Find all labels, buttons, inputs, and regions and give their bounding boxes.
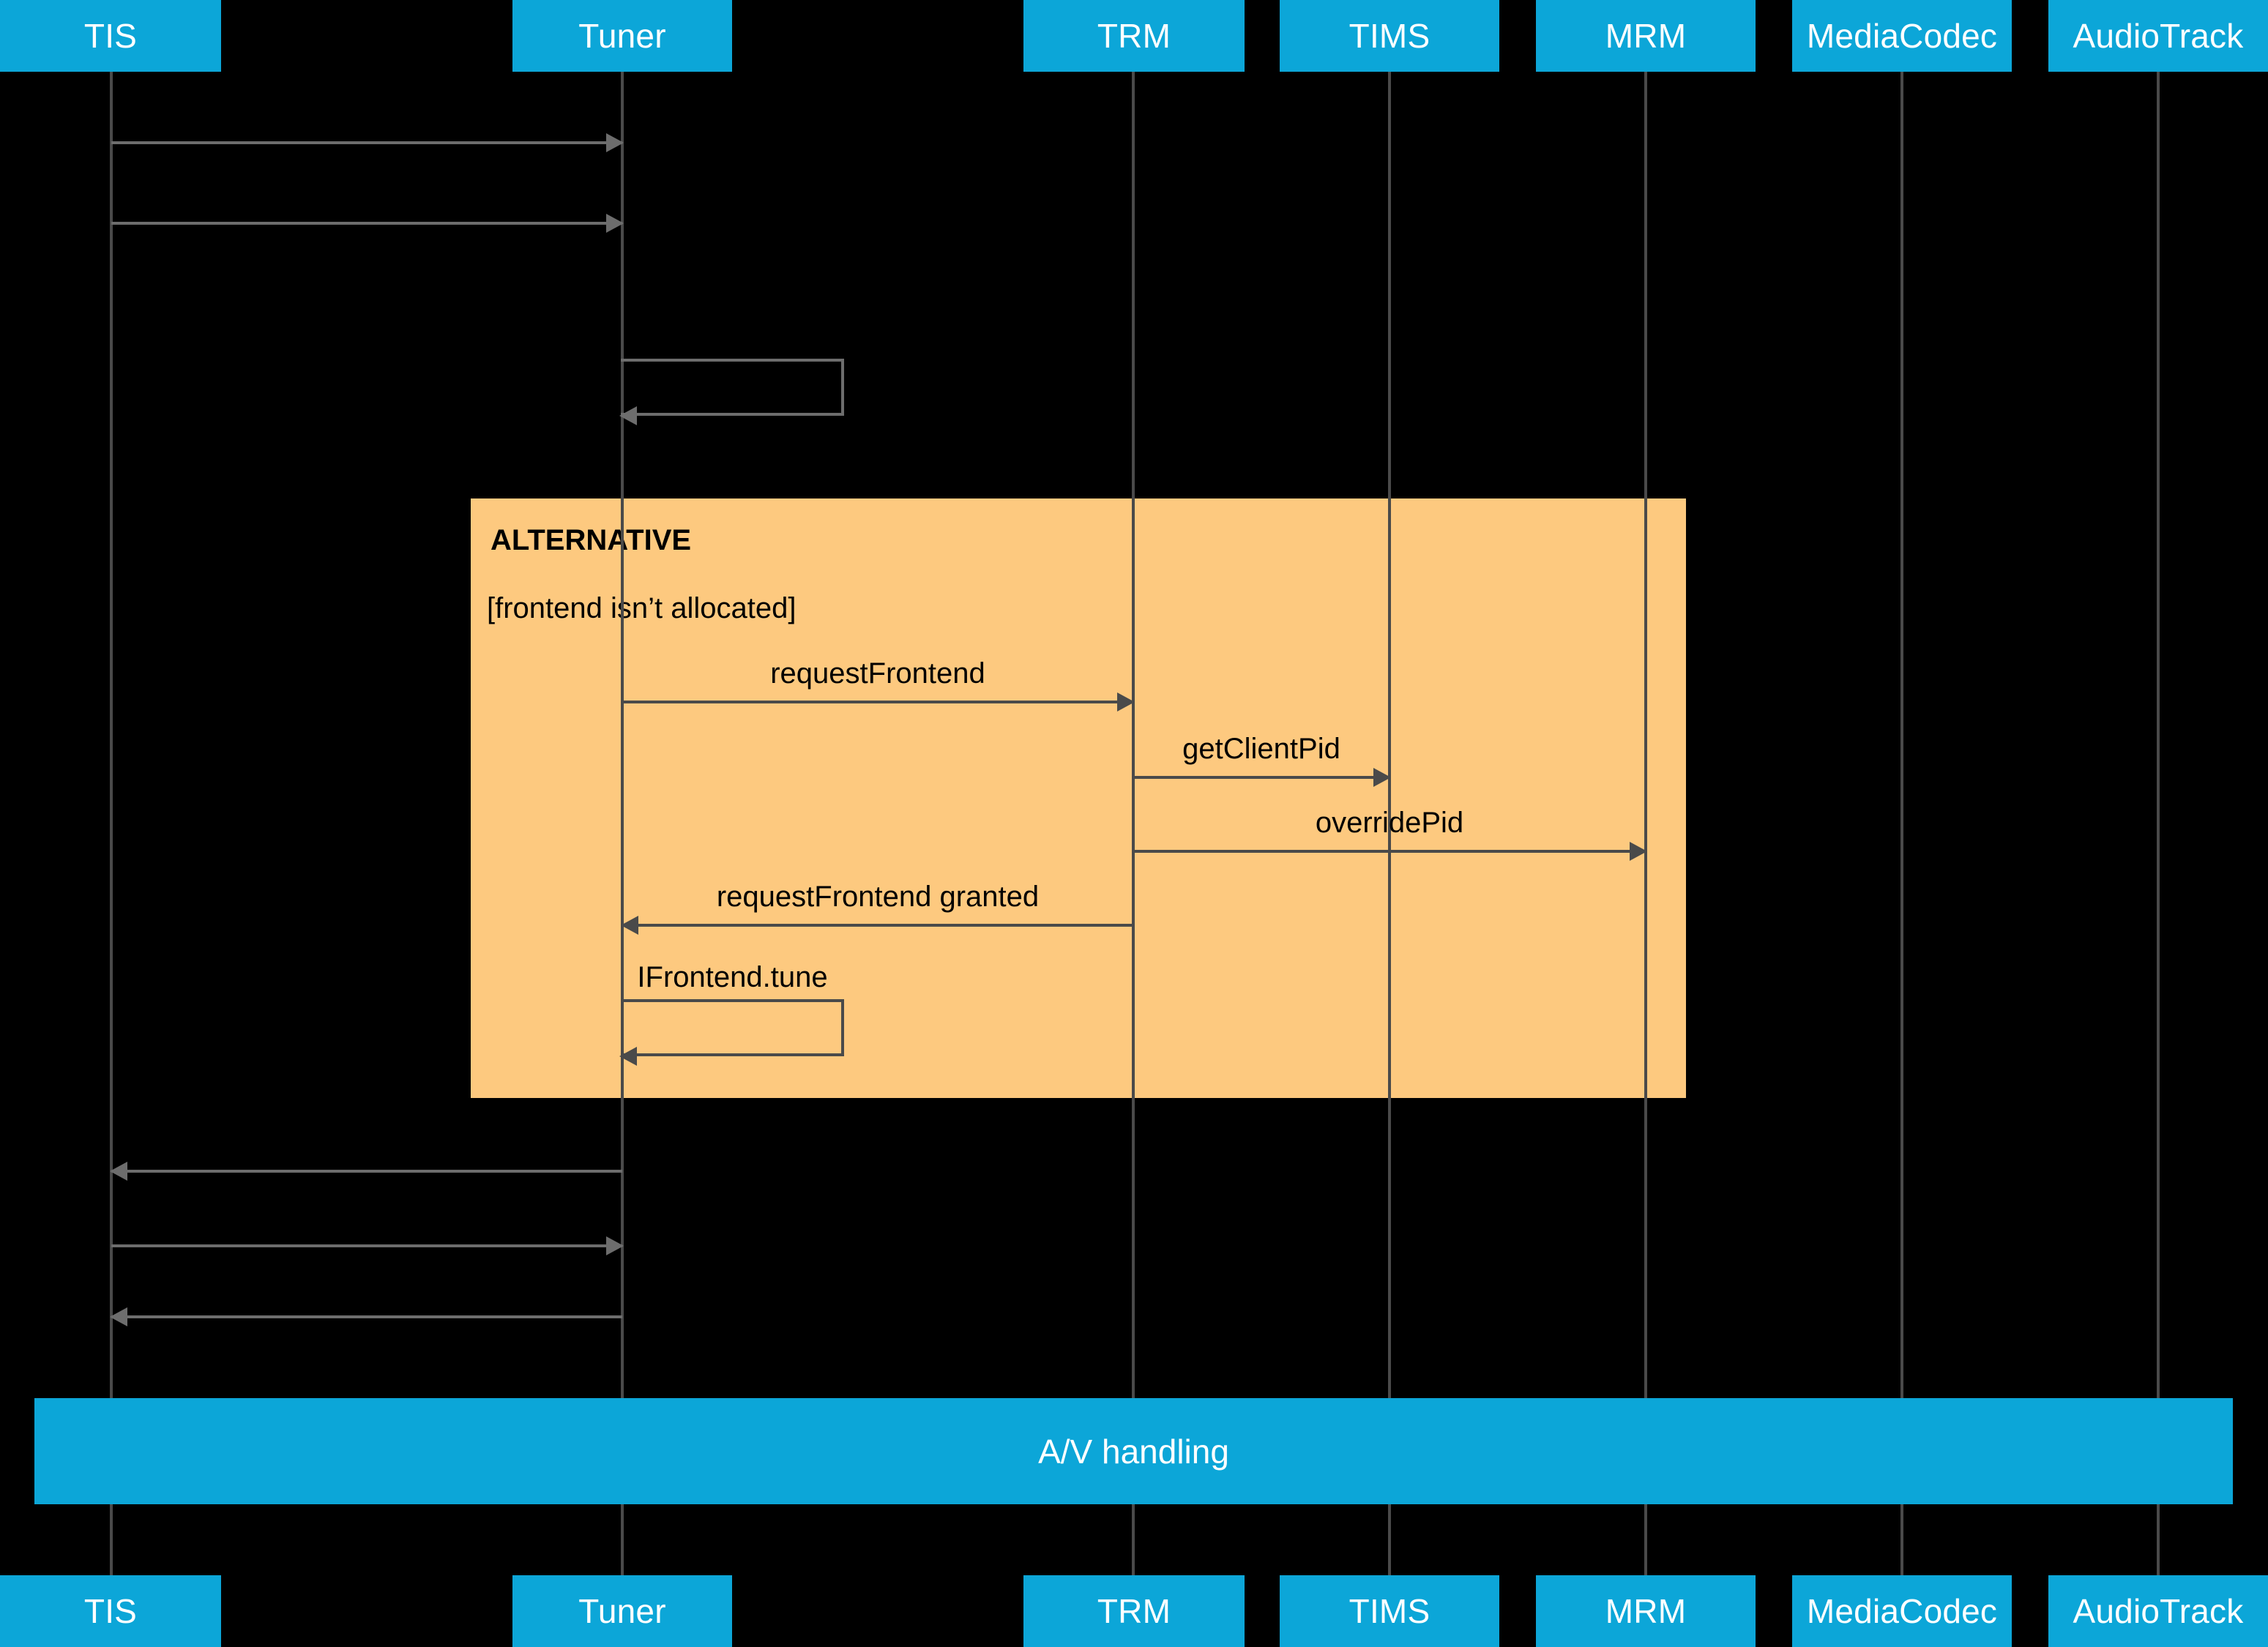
self-message-arrowhead <box>619 1047 637 1066</box>
self-message-bottom-segment <box>621 413 844 416</box>
message-label: overridePid <box>1315 807 1464 839</box>
self-message-top-segment <box>621 999 844 1002</box>
message-label: requestFrontend granted <box>716 881 1040 913</box>
message-arrowhead <box>606 1236 624 1255</box>
self-message-bottom-segment <box>621 1053 844 1056</box>
message-label: IFrontend.tune <box>637 961 828 993</box>
message-arrowhead <box>606 214 624 233</box>
message-line <box>111 1315 622 1318</box>
message-arrowhead <box>1630 842 1647 861</box>
header-participant-tuner: Tuner <box>512 0 732 72</box>
self-message-right-segment <box>841 999 844 1056</box>
lifeline-overlay-trm <box>1132 498 1135 1098</box>
self-message-m3 <box>619 359 844 425</box>
message-line <box>111 222 622 225</box>
lifeline-overlay-mrm <box>1644 498 1647 1098</box>
footer-participant-tuner: Tuner <box>512 1575 732 1647</box>
message-line <box>111 1170 622 1173</box>
footer-participant-mediacodec: MediaCodec <box>1792 1575 2012 1647</box>
header-participant-tis: TIS <box>0 0 221 72</box>
header-participant-mrm: MRM <box>1536 0 1756 72</box>
fragment-guard-label: [frontend isn’t allocated] <box>487 592 797 624</box>
self-message-right-segment <box>841 359 844 416</box>
footer-participant-trm: TRM <box>1023 1575 1245 1647</box>
message-line <box>111 1244 622 1247</box>
message-label: getClientPid <box>1182 733 1340 765</box>
message-arrowhead <box>606 133 624 152</box>
footer-participant-tims: TIMS <box>1280 1575 1499 1647</box>
message-line <box>111 141 622 144</box>
header-participant-tims: TIMS <box>1280 0 1499 72</box>
lifeline-overlay-tims <box>1388 498 1391 1098</box>
footer-participant-audiotrack: AudioTrack <box>2048 1575 2268 1647</box>
lifeline-overlay-tuner <box>621 498 624 1098</box>
footer-participant-tis: TIS <box>0 1575 221 1647</box>
message-arrowhead <box>1373 768 1391 787</box>
header-participant-trm: TRM <box>1023 0 1245 72</box>
lifeline-audiotrack <box>2157 72 2160 1575</box>
message-line <box>1133 776 1389 779</box>
message-arrowhead <box>110 1307 127 1326</box>
message-line <box>1133 850 1646 853</box>
banner-av-handling: A/V handling <box>34 1398 2233 1504</box>
self-message-ifrontend-tune: IFrontend.tune <box>619 961 844 1066</box>
header-participant-audiotrack: AudioTrack <box>2048 0 2268 72</box>
message-line <box>622 924 1133 927</box>
self-message-arrowhead <box>619 406 637 425</box>
message-arrowhead <box>1117 692 1135 712</box>
header-participant-mediacodec: MediaCodec <box>1792 0 2012 72</box>
lifeline-mediacodec <box>1900 72 1903 1575</box>
self-message-top-segment <box>621 359 844 362</box>
lifeline-tis <box>110 72 113 1575</box>
message-arrowhead <box>110 1162 127 1181</box>
message-label: requestFrontend <box>770 657 985 690</box>
footer-participant-mrm: MRM <box>1536 1575 1756 1647</box>
fragment-operator-label: ALTERNATIVE <box>490 524 692 556</box>
combined-fragment-alternative <box>471 498 1686 1098</box>
message-arrowhead <box>621 916 638 935</box>
message-line <box>622 701 1133 703</box>
